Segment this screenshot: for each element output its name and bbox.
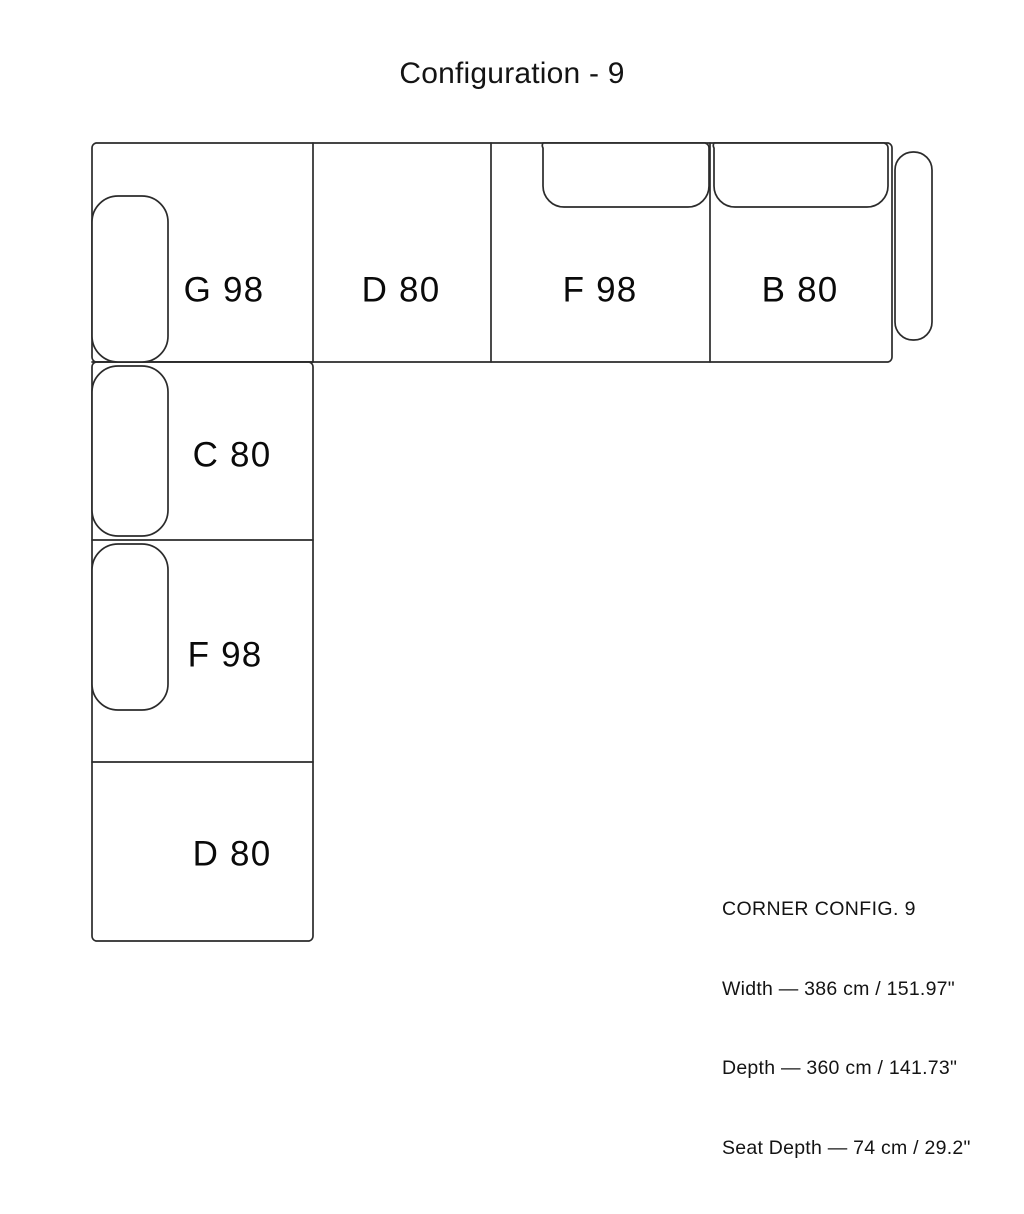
armrest-right-b80 bbox=[894, 151, 933, 341]
module-label-b80: B 80 bbox=[762, 270, 839, 309]
back-cushion-c80 bbox=[91, 365, 169, 537]
spec-depth: Depth — 360 cm / 141.73" bbox=[722, 1057, 958, 1079]
module-label-d80-bottom: D 80 bbox=[193, 834, 272, 873]
sofa-configuration-drawing: G 98 D 80 F 98 B 80 C 80 F 98 D 80 bbox=[91, 142, 933, 942]
module-label-c80: C 80 bbox=[193, 435, 272, 474]
module-label-f98-top: F 98 bbox=[563, 270, 638, 309]
module-label-d80-top: D 80 bbox=[362, 270, 441, 309]
diagram-canvas: Configuration - 9 bbox=[91, 57, 971, 1159]
back-cushion-f98-top bbox=[541, 142, 710, 208]
sofa-outline-group bbox=[91, 142, 933, 942]
module-label-f98-left: F 98 bbox=[188, 635, 263, 674]
specifications-block: CORNER CONFIG. 9 Width — 386 cm / 151.97… bbox=[722, 843, 1018, 1214]
back-cushion-b80 bbox=[712, 142, 889, 208]
spec-heading: CORNER CONFIG. 9 bbox=[722, 898, 916, 920]
page-title: Configuration - 9 bbox=[399, 57, 625, 90]
armrest-left-g98 bbox=[91, 195, 169, 363]
module-label-g98: G 98 bbox=[184, 270, 265, 309]
spec-width: Width — 386 cm / 151.97" bbox=[722, 977, 955, 1000]
back-cushion-f98-left bbox=[91, 543, 169, 711]
spec-seat-depth: Seat Depth — 74 cm / 29.2" bbox=[722, 1136, 971, 1159]
